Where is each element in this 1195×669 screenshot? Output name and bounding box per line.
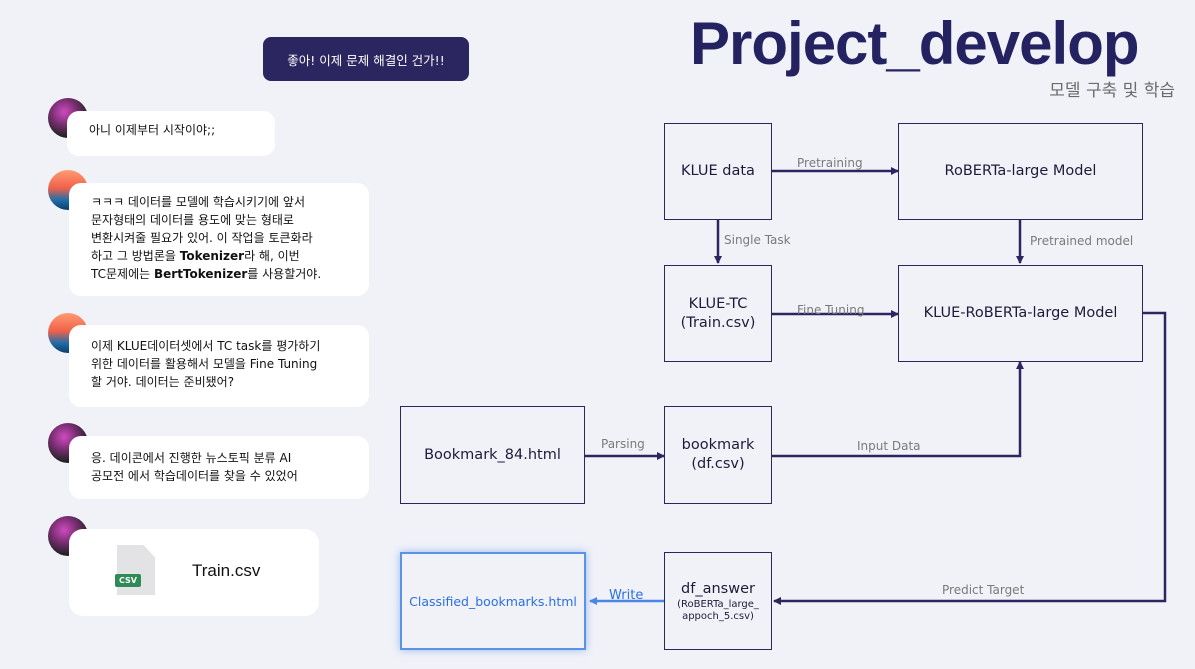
edge-input-data xyxy=(772,361,1024,458)
edge-label-parsing: Parsing xyxy=(601,437,645,451)
node-klue-tc: KLUE-TC (Train.csv) xyxy=(664,265,772,362)
node-roberta-large-model: RoBERTa-large Model xyxy=(898,123,1143,220)
chat-bubble-3: 이제 KLUE데이터셋에서 TC task를 평가하기 위한 데이터를 활용해서… xyxy=(69,325,369,407)
message-line: 문자형태의 데이터를 용도에 맞는 형태로 xyxy=(91,213,294,227)
page-subtitle: 모델 구축 및 학습 xyxy=(1049,81,1175,101)
edge-label-pretraining: Pretraining xyxy=(797,156,863,170)
chat-bubble-4: 응. 데이콘에서 진행한 뉴스토픽 분류 AI 공모전 에서 학습데이터를 찾을… xyxy=(69,436,369,499)
message-line: TC문제에는 BertTokenizer를 사용할거야. xyxy=(91,267,322,281)
message-line: 공모전 에서 학습데이터를 찾을 수 있었어 xyxy=(91,469,298,483)
message-line: ㅋㅋㅋ 데이터를 모델에 학습시키기에 앞서 xyxy=(91,195,305,209)
node-bookmark-df: bookmark (df.csv) xyxy=(664,406,772,504)
message-line: 이제 KLUE데이터셋에서 TC task를 평가하기 xyxy=(91,339,321,353)
node-df-answer: df_answer (RoBERTa_large_ appoch_5.csv) xyxy=(664,552,772,650)
top-message-bubble: 좋아! 이제 문제 해결인 건가!! xyxy=(263,37,469,81)
message-line: 할 거야. 데이터는 준비됐어? xyxy=(91,375,235,389)
chat-bubble-1: 아니 이제부터 시작이야;; xyxy=(67,111,275,156)
file-name: Train.csv xyxy=(192,561,261,580)
edge-label-predict-target: Predict Target xyxy=(942,583,1025,597)
edge-predict-target xyxy=(773,311,1167,605)
message-line: 위한 데이터를 활용해서 모델을 Fine Tuning xyxy=(91,357,318,371)
message-text: 아니 이제부터 시작이야;; xyxy=(89,123,216,137)
node-classified-bookmarks: Classified_bookmarks.html xyxy=(400,552,586,650)
tokenizer-term: Tokenizer xyxy=(179,249,245,263)
node-klue-data: KLUE data xyxy=(664,123,772,220)
edge-label-input-data: Input Data xyxy=(857,439,921,453)
edge-label-single-task: Single Task xyxy=(724,233,791,247)
message-line: 변환시켜줄 필요가 있어. 이 작업을 토큰화라 xyxy=(91,231,313,245)
message-line: 하고 그 방법론을 Tokenizer라 해, 이번 xyxy=(91,249,300,263)
file-type-badge: CSV xyxy=(115,574,141,587)
berttokenizer-term: BertTokenizer xyxy=(153,267,248,281)
edge-label-pretrained-model: Pretrained model xyxy=(1030,234,1134,248)
node-klue-roberta-large-model: KLUE-RoBERTa-large Model xyxy=(898,265,1143,362)
page-title: Project_develop xyxy=(690,10,1140,77)
edge-label-write: Write xyxy=(609,588,644,603)
file-attachment[interactable]: CSV Train.csv xyxy=(69,529,319,616)
message-line: 응. 데이콘에서 진행한 뉴스토픽 분류 AI xyxy=(91,451,292,465)
edge-label-fine-tuning: Fine Tuning xyxy=(797,303,865,317)
chat-bubble-2: ㅋㅋㅋ 데이터를 모델에 학습시키기에 앞서 문자형태의 데이터를 용도에 맞는… xyxy=(69,183,369,296)
node-bookmark-84-html: Bookmark_84.html xyxy=(400,406,585,504)
top-message-text: 좋아! 이제 문제 해결인 건가!! xyxy=(287,52,445,68)
